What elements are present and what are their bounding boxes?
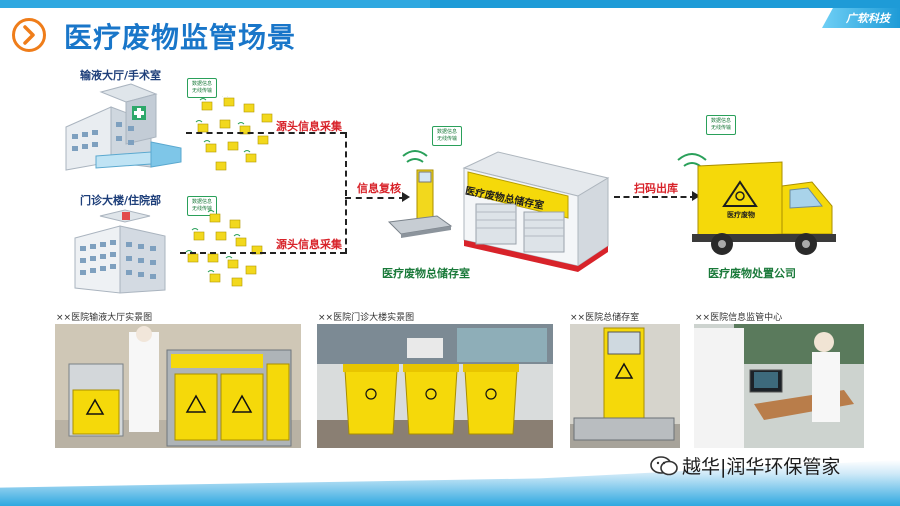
photo-caption-3: ××医院总储存室 <box>570 313 640 323</box>
source-2-label: 门诊大楼/住院部 <box>80 194 162 207</box>
flow-arrow-icon <box>692 191 700 201</box>
hospital-building-2-icon <box>74 209 166 294</box>
source-1-label: 输液大厅/手术室 <box>80 69 162 82</box>
source-collect-label-1: 源头信息采集 <box>276 120 342 133</box>
brand-logo-text: 广软科技 <box>846 12 890 25</box>
waste-truck-icon <box>677 153 836 255</box>
storage-building-icon <box>462 151 610 272</box>
flow-line <box>614 196 696 198</box>
photo-storage-room <box>570 324 680 448</box>
storage-room-label: 医疗废物总储存室 <box>382 267 470 280</box>
source-collect-label-2: 源头信息采集 <box>276 238 342 251</box>
photo-outpatient-building <box>317 324 553 448</box>
wireless-data-tag: 数据信息 无线传输 <box>187 78 217 98</box>
waste-box-cluster-1-icon <box>195 96 273 171</box>
waste-box-cluster-2-icon <box>185 210 263 287</box>
weighing-scale-icon <box>387 150 453 238</box>
recheck-label: 信息复核 <box>357 182 401 195</box>
flow-arrow-icon <box>402 192 410 202</box>
photo-caption-4: ××医院信息监管中心 <box>695 313 783 323</box>
photo-caption-2: ××医院门诊大楼实景图 <box>318 313 415 323</box>
flow-line <box>345 132 347 254</box>
brand-tag <box>822 8 900 28</box>
watermark-text: 越华|润华环保管家 <box>682 456 841 478</box>
truck-text: 医疗废物 <box>727 211 755 219</box>
photo-monitoring-center <box>694 324 864 448</box>
hospital-building-1-icon <box>65 83 182 171</box>
flow-line <box>186 132 346 134</box>
flow-line <box>345 197 405 199</box>
flow-line <box>180 252 346 254</box>
wireless-data-tag: 数据信息 无线传输 <box>432 126 462 146</box>
scan-out-label: 扫码出库 <box>634 182 678 195</box>
wireless-data-tag: 数据信息 无线传输 <box>706 115 736 135</box>
wechat-icon <box>650 456 678 476</box>
disposal-company-label: 医疗废物处置公司 <box>708 267 796 280</box>
chevron-right-icon <box>12 18 46 52</box>
top-band <box>0 0 900 8</box>
photo-caption-1: ××医院输液大厅实景图 <box>56 313 153 323</box>
page-title: 医疗废物监管场景 <box>64 21 297 54</box>
photo-infusion-hall <box>55 324 301 448</box>
